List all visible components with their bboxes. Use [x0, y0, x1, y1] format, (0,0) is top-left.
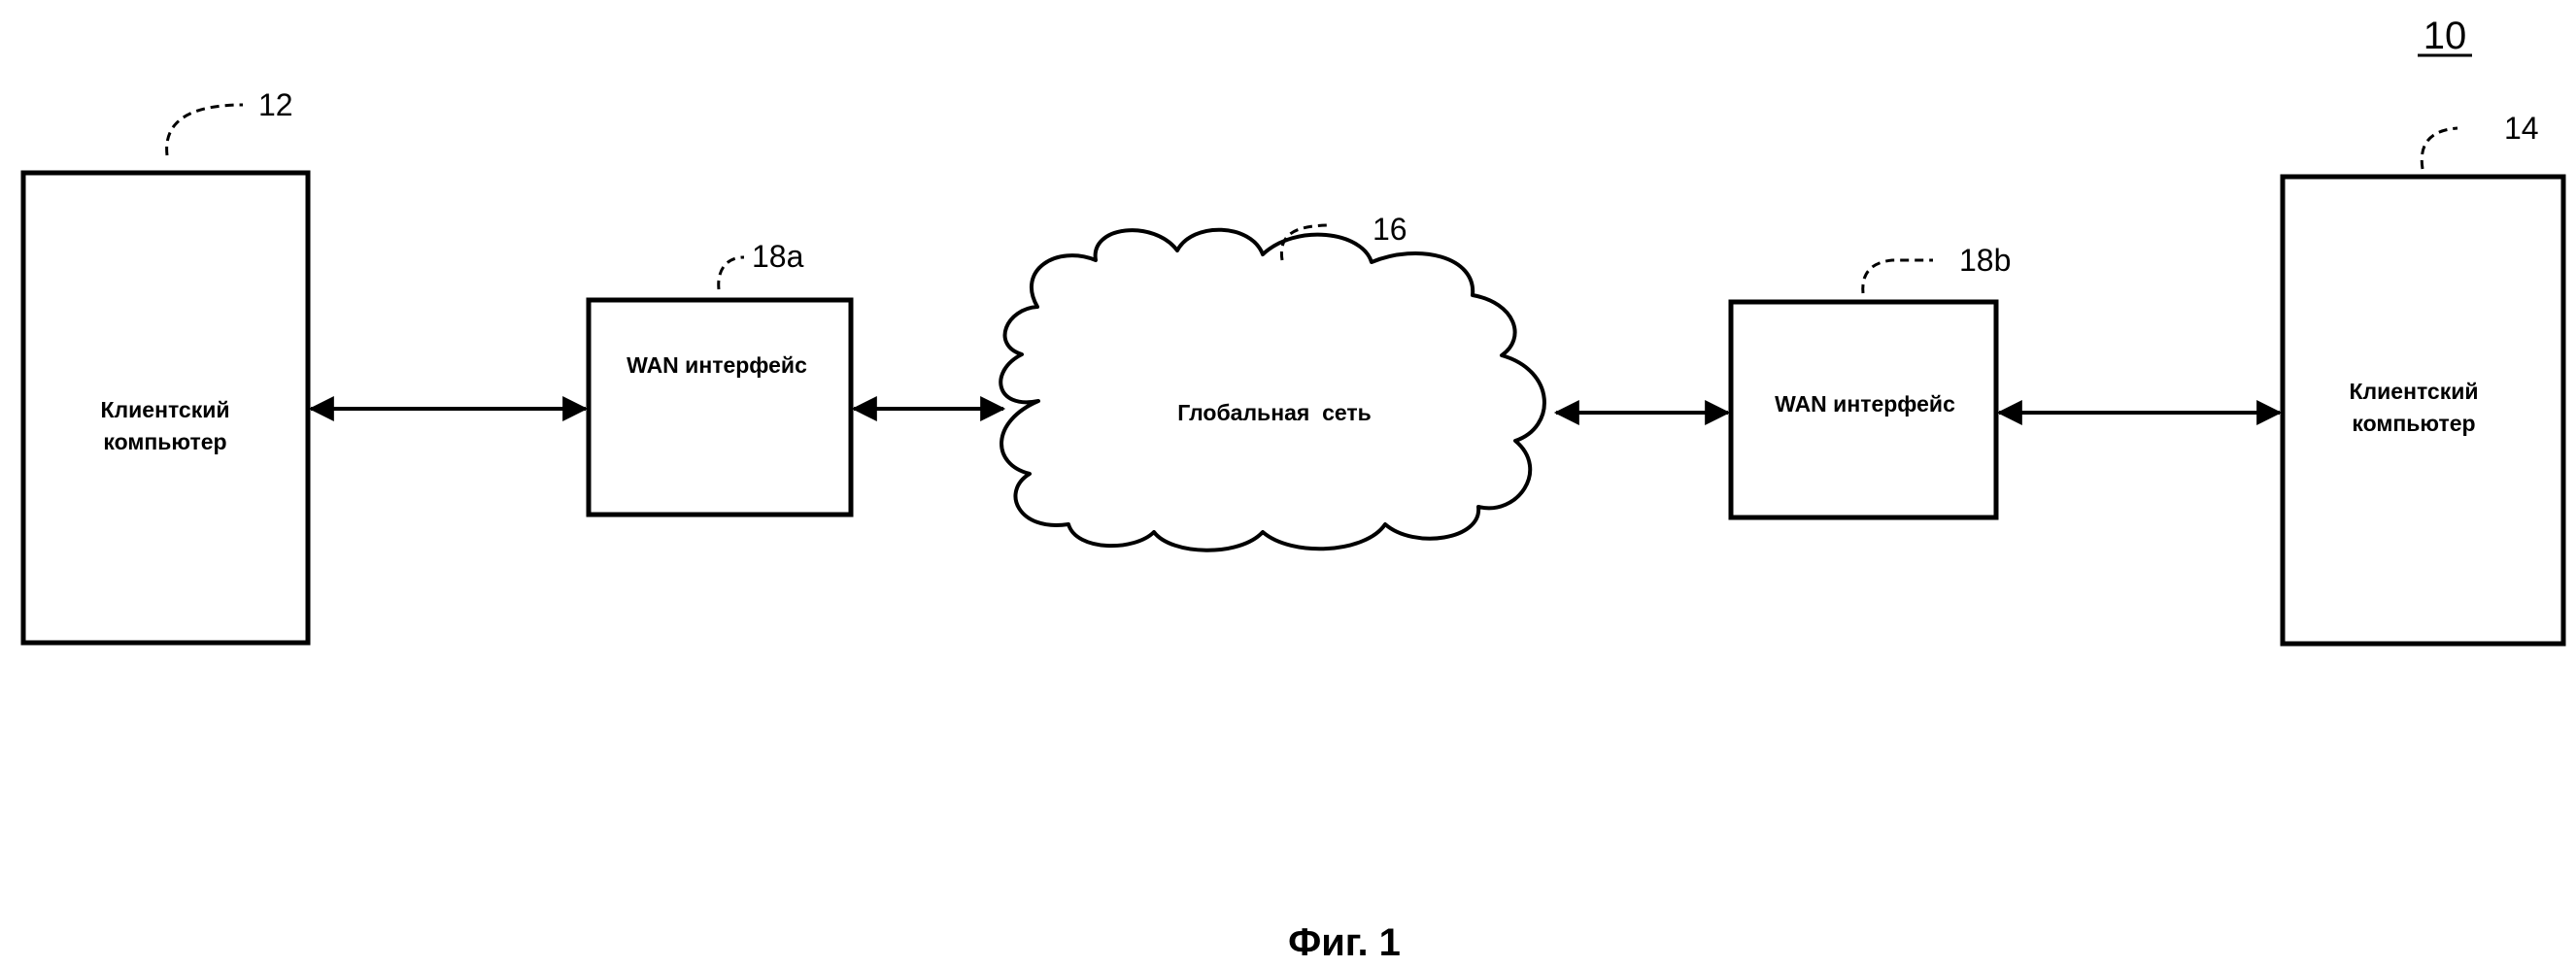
- client-computer-left-label-line1: Клиентский: [100, 397, 229, 422]
- system-ref-label: 10: [2423, 15, 2467, 57]
- wan-interface-right: WAN интерфейс 18b: [1731, 243, 2011, 517]
- client-computer-right: Клиентский компьютер 14: [2283, 111, 2563, 644]
- ref-leader-18a: [719, 257, 744, 289]
- client-computer-right-label-line2: компьютер: [2352, 411, 2475, 436]
- network-cloud-label: Глобальная сеть: [1177, 400, 1372, 425]
- ref-number-12: 12: [258, 87, 293, 122]
- ref-leader-18b: [1863, 260, 1933, 293]
- ref-number-14: 14: [2504, 111, 2539, 146]
- network-cloud-shape: [1000, 230, 1544, 550]
- wan-interface-left: WAN интерфейс 18a: [589, 239, 851, 515]
- figure-caption: Фиг. 1: [1288, 921, 1401, 964]
- wan-interface-right-label: WAN интерфейс: [1775, 391, 1955, 417]
- ref-number-18b: 18b: [1959, 243, 2011, 278]
- wan-interface-left-box: [589, 300, 851, 515]
- client-computer-left: Клиентский компьютер 12: [23, 87, 308, 643]
- ref-number-16: 16: [1373, 212, 1407, 247]
- global-network: Глобальная сеть 16: [1000, 212, 1544, 550]
- client-computer-right-label-line1: Клиентский: [2349, 379, 2478, 404]
- ref-leader-14: [2422, 128, 2457, 169]
- client-computer-left-label-line2: компьютер: [103, 429, 226, 454]
- ref-number-18a: 18a: [752, 239, 804, 274]
- system-reference: 10: [2418, 15, 2472, 57]
- wan-interface-left-label: WAN интерфейс: [627, 352, 807, 378]
- ref-leader-12: [167, 105, 243, 155]
